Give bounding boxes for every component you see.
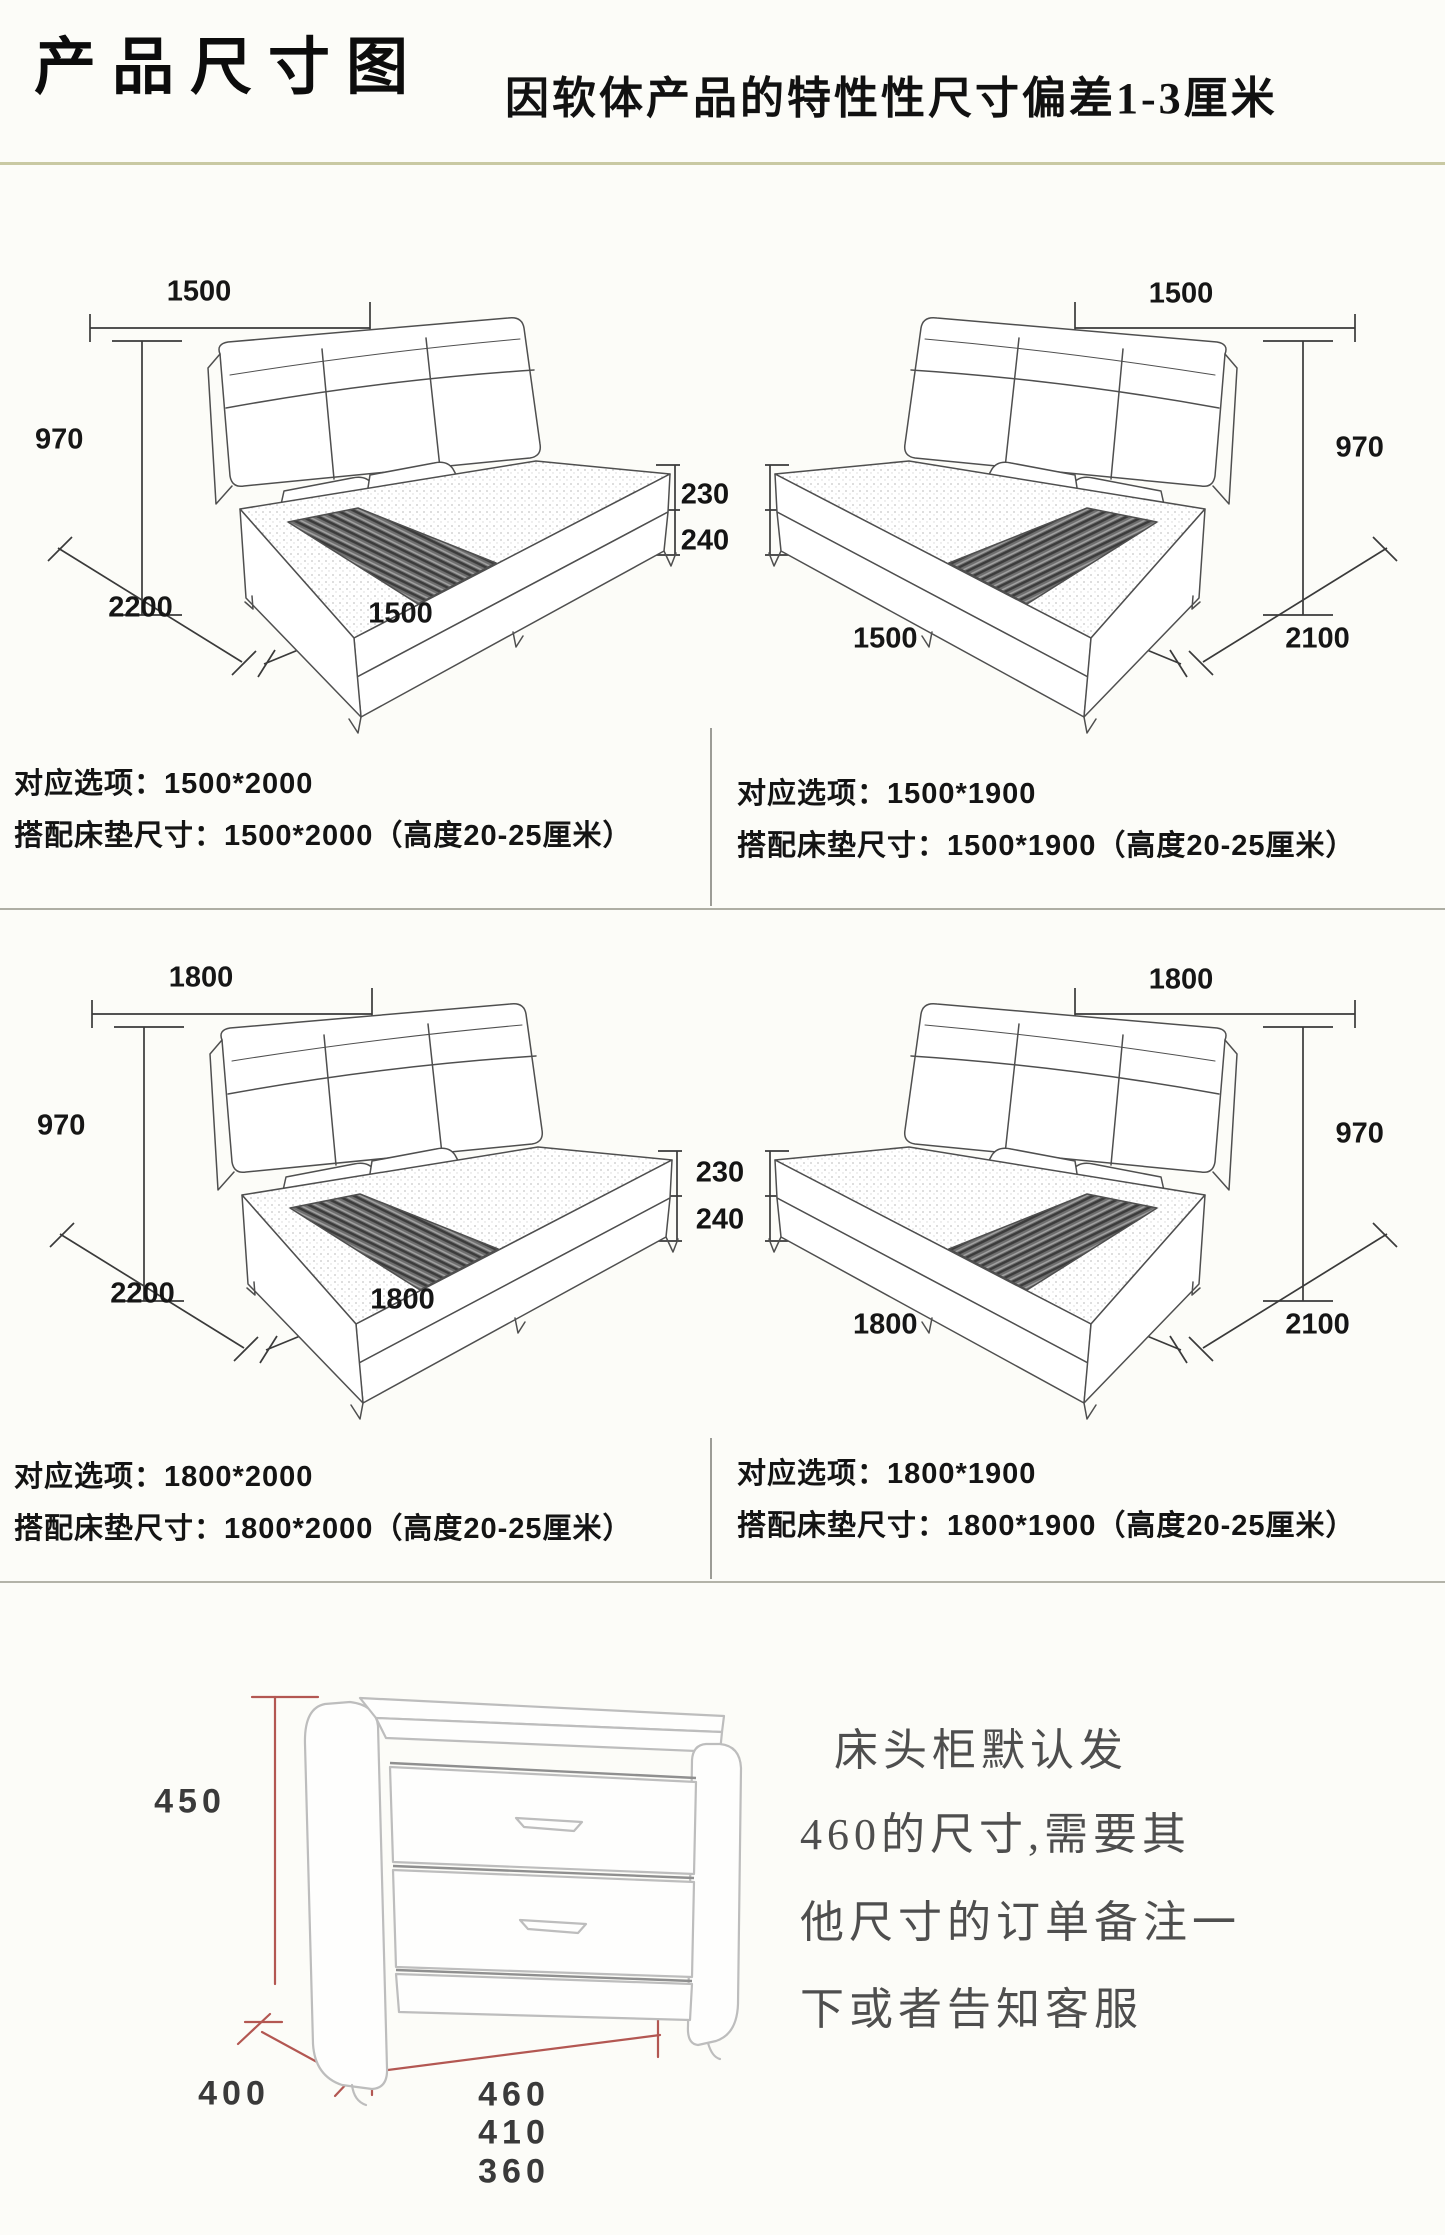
dim-base-height: 240: [680, 524, 730, 557]
mattress-value: 1500*1900（高度20-25厘米）: [947, 830, 1356, 862]
text-column-divider-2: [710, 1438, 712, 1579]
option-value: 1500*2000: [164, 768, 314, 800]
dim-base-height: 240: [695, 1203, 745, 1236]
dim-length: 2100: [1285, 622, 1350, 655]
dim-height: 970: [35, 423, 84, 456]
option-label: 对应选项：: [737, 778, 888, 810]
header-divider-line: [0, 162, 1445, 165]
dim-width: 1800: [370, 1283, 435, 1316]
option-value: 1800*2000: [164, 1461, 314, 1493]
mattress-label: 搭配床垫尺寸：: [14, 1513, 225, 1545]
bed-diagram-1800x2000: 1800 970 2200 1800: [32, 944, 682, 1504]
dim-top-width: 1800: [1148, 963, 1214, 996]
mattress-value: 1800*1900（高度20-25厘米）: [947, 1510, 1356, 1542]
dim-length: 2200: [108, 591, 173, 624]
mattress-line: 搭配床垫尺寸：1500*1900（高度20-25厘米）: [737, 822, 1356, 864]
dim-length: 2100: [1285, 1308, 1350, 1341]
option-label: 对应选项：: [14, 1461, 165, 1493]
dim-length: 2200: [110, 1277, 175, 1310]
dim-mattress-thickness: 230: [680, 478, 730, 511]
bed-line-art: [49, 987, 682, 1420]
dim-height: 970: [1335, 431, 1384, 464]
dim-top-width: 1500: [1148, 277, 1214, 310]
option-value: 1800*1900: [887, 1458, 1037, 1490]
bed-line-art: [47, 301, 680, 734]
dim-width: 1800: [852, 1308, 918, 1341]
option-line: 对应选项：1500*1900: [737, 770, 1036, 812]
mattress-label: 搭配床垫尺寸：: [14, 820, 225, 852]
mattress-line: 搭配床垫尺寸：1800*2000（高度20-25厘米）: [14, 1505, 633, 1547]
bed-diagram-1800x1900: 1800 970 1800 2100: [765, 944, 1415, 1504]
option-value: 1500*1900: [887, 778, 1037, 810]
mattress-label: 搭配床垫尺寸：: [737, 1510, 948, 1542]
option-label: 对应选项：: [14, 768, 165, 800]
dim-width: 1500: [852, 622, 918, 655]
mattress-value: 1500*2000（高度20-25厘米）: [224, 820, 633, 852]
option-line: 对应选项：1500*2000: [14, 760, 313, 802]
dim-mattress-thickness: 230: [695, 1156, 745, 1189]
section-divider-line-1: [0, 908, 1445, 910]
nightstand-dim-width-option: 360: [478, 2152, 550, 2191]
dim-top-width: 1800: [168, 961, 234, 994]
nightstand-note-line: 下或者告知客服: [800, 1985, 1143, 2034]
option-line: 对应选项：1800*2000: [14, 1453, 313, 1495]
option-line: 对应选项：1800*1900: [737, 1450, 1036, 1492]
option-label: 对应选项：: [737, 1458, 888, 1490]
nightstand-note-line: 460的尺寸,需要其: [800, 1810, 1191, 1859]
nightstand-dim-width-option: 410: [478, 2113, 550, 2152]
bed-line-art-mirrored: [765, 987, 1398, 1420]
mattress-line: 搭配床垫尺寸：1500*2000（高度20-25厘米）: [14, 812, 633, 854]
nightstand-dim-width-option: 460: [478, 2075, 550, 2114]
mattress-value: 1800*2000（高度20-25厘米）: [224, 1513, 633, 1545]
nightstand-note-line: 床头柜默认发: [834, 1726, 1128, 1775]
nightstand-dim-depth: 400: [198, 2074, 270, 2113]
dim-width: 1500: [368, 597, 433, 630]
nightstand-line-art: [236, 1695, 743, 2107]
dim-height: 970: [1335, 1117, 1384, 1150]
nightstand-note-line: 他尺寸的订单备注一: [800, 1898, 1241, 1947]
mattress-label: 搭配床垫尺寸：: [737, 830, 948, 862]
mattress-line: 搭配床垫尺寸：1800*1900（高度20-25厘米）: [737, 1502, 1356, 1544]
bed-line-art-mirrored: [765, 301, 1398, 734]
page-subtitle: 因软体产品的特性性尺寸偏差1-3厘米: [505, 74, 1278, 123]
bed-diagram-1500x2000: 1500 970 2200 1500: [30, 258, 680, 818]
dim-top-width: 1500: [166, 275, 232, 308]
bed-diagram-1500x1900: 1500 970 1500 2100: [765, 258, 1415, 818]
text-column-divider-1: [710, 728, 712, 906]
page-title: 产品尺寸图: [34, 34, 425, 102]
dim-height: 970: [37, 1109, 86, 1142]
nightstand-dim-height: 450: [154, 1782, 226, 1821]
section-divider-line-2: [0, 1581, 1445, 1583]
